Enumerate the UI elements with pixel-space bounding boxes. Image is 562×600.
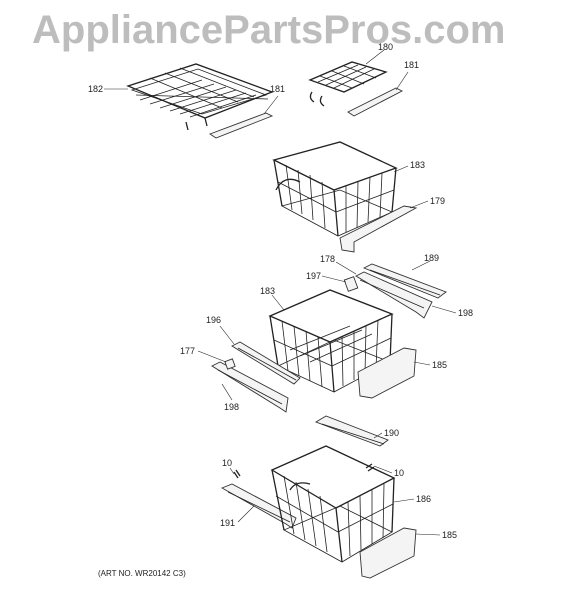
bracket-197 — [343, 276, 359, 292]
callout-180: 180 — [378, 42, 393, 52]
callout-189: 189 — [424, 253, 439, 263]
callout-10-right: 10 — [394, 468, 404, 478]
callout-182: 182 — [88, 84, 103, 94]
wire-basket-186 — [270, 445, 396, 563]
basket-front-panel-185-middle — [357, 347, 417, 399]
callout-179: 179 — [430, 196, 445, 206]
wire-shelf-182 — [126, 63, 274, 131]
bracket-177 — [224, 358, 236, 370]
callout-190: 190 — [384, 428, 399, 438]
callout-197: 197 — [306, 271, 321, 281]
callout-191: 191 — [220, 518, 235, 528]
basket-front-panel-179 — [339, 205, 418, 253]
callout-198-left: 198 — [224, 402, 239, 412]
callout-183-middle: 183 — [260, 286, 275, 296]
art-number: (ART NO. WR20142 C3) — [98, 569, 186, 578]
wire-shelf-180 — [308, 61, 388, 107]
shelf-trim-181b — [347, 87, 403, 117]
watermark: AppliancePartsPros.com — [32, 8, 506, 52]
callout-186: 186 — [416, 494, 431, 504]
callout-178: 178 — [320, 254, 335, 264]
callout-196: 196 — [206, 315, 221, 325]
slide-rail-189 — [362, 263, 447, 299]
callout-10-left: 10 — [222, 458, 232, 468]
callout-185-bottom: 185 — [442, 530, 457, 540]
screw-10-left — [233, 469, 241, 479]
callout-185-middle: 185 — [432, 360, 447, 370]
wire-basket-183-middle — [268, 289, 394, 393]
callout-198-right: 198 — [458, 308, 473, 318]
callout-181-left: 181 — [270, 84, 285, 94]
shelf-trim-181a — [209, 112, 274, 139]
slide-rail-196 — [231, 341, 301, 385]
callout-181-right: 181 — [404, 60, 419, 70]
basket-front-panel-185-bottom — [359, 527, 417, 579]
callout-183-top: 183 — [410, 160, 425, 170]
callout-177: 177 — [180, 346, 195, 356]
slide-rail-198-right — [355, 271, 433, 319]
leader-lines — [104, 49, 457, 536]
slide-rail-198-left — [211, 361, 289, 413]
slide-rail-190 — [314, 415, 389, 447]
slide-rail-191 — [220, 483, 297, 529]
